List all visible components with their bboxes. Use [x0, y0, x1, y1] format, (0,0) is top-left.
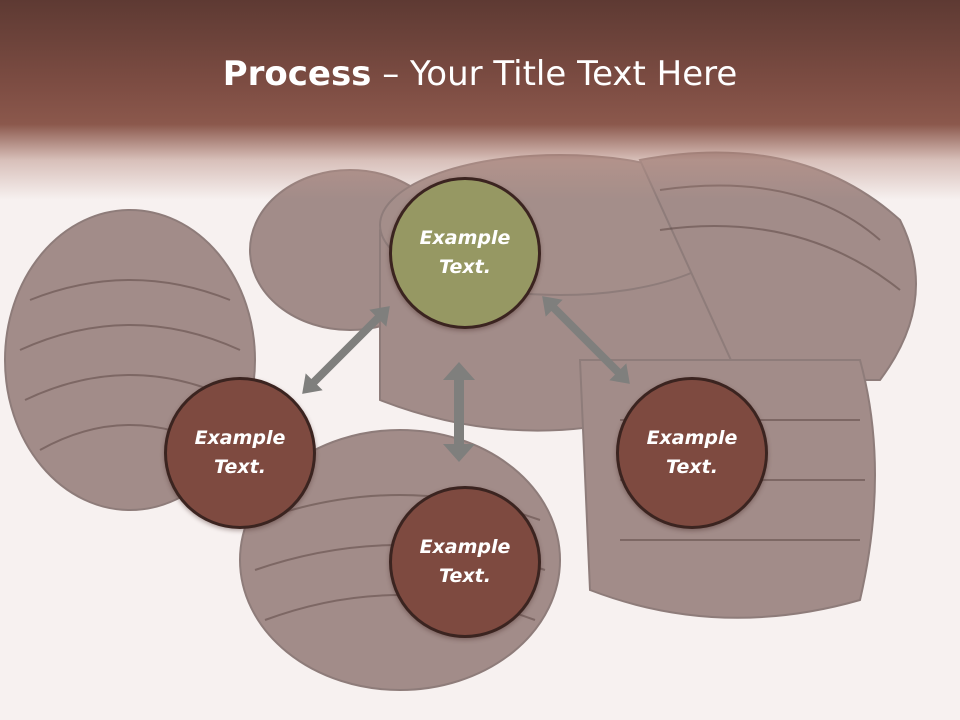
- arrow-vertical: [443, 362, 475, 462]
- slide-title: Process – Your Title Text Here: [0, 52, 960, 96]
- node-left-label: Example Text.: [194, 427, 286, 478]
- title-rest: – Your Title Text Here: [371, 54, 738, 94]
- arrow-top-right: [542, 296, 630, 384]
- node-top-label: Example Text.: [419, 227, 511, 278]
- node-bottom-label: Example Text.: [419, 536, 511, 587]
- title-bar: [0, 0, 960, 200]
- arrow-top-left: [302, 306, 390, 394]
- process-node-left[interactable]: Example Text.: [164, 377, 316, 529]
- process-node-bottom[interactable]: Example Text.: [389, 486, 541, 638]
- process-node-right[interactable]: Example Text.: [616, 377, 768, 529]
- title-bold: Process: [222, 54, 372, 94]
- node-right-label: Example Text.: [646, 427, 738, 478]
- process-node-top[interactable]: Example Text.: [389, 177, 541, 329]
